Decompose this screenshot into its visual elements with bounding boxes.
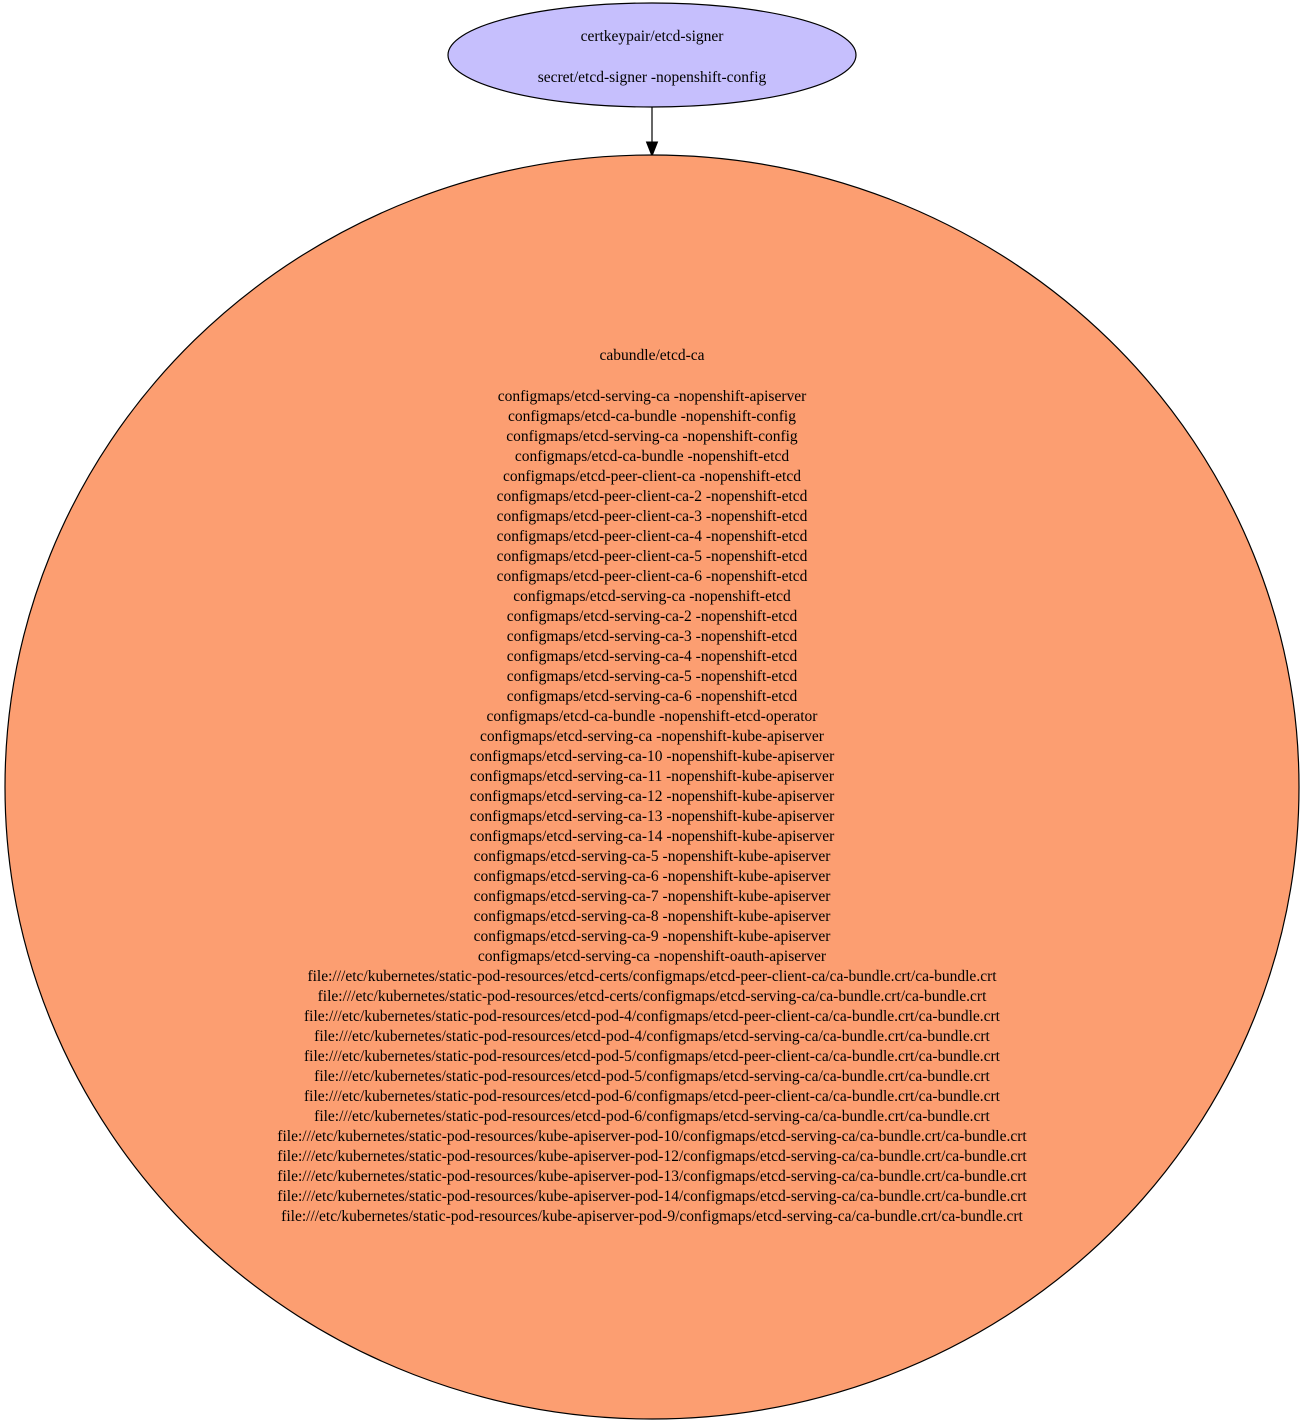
cabundle-node-line: configmaps/etcd-serving-ca-5 -nopenshift…	[507, 668, 798, 685]
cabundle-node-line: configmaps/etcd-serving-ca-2 -nopenshift…	[507, 608, 798, 625]
cabundle-node-line: file:///etc/kubernetes/static-pod-resour…	[314, 1068, 990, 1085]
signer-node-title: certkeypair/etcd-signer	[581, 28, 725, 45]
edge-signer-to-bundle	[645, 107, 659, 158]
cabundle-node-line: configmaps/etcd-serving-ca-11 -nopenshif…	[470, 768, 835, 785]
cabundle-node-line: configmaps/etcd-serving-ca-8 -nopenshift…	[474, 908, 832, 925]
cabundle-node-line: file:///etc/kubernetes/static-pod-resour…	[277, 1148, 1027, 1165]
cabundle-node-line: configmaps/etcd-peer-client-ca -nopenshi…	[503, 468, 801, 485]
cabundle-node-line: configmaps/etcd-serving-ca-7 -nopenshift…	[474, 888, 832, 905]
cabundle-node-line: configmaps/etcd-serving-ca-4 -nopenshift…	[507, 648, 798, 665]
cabundle-node-line: configmaps/etcd-serving-ca -nopenshift-e…	[513, 588, 791, 605]
cabundle-node-line: configmaps/etcd-peer-client-ca-4 -nopens…	[497, 528, 808, 545]
cabundle-node-line: configmaps/etcd-serving-ca-13 -nopenshif…	[470, 808, 835, 825]
edge-arrowhead	[645, 141, 659, 158]
cabundle-node-line: file:///etc/kubernetes/static-pod-resour…	[304, 1088, 1001, 1105]
cabundle-node-line: file:///etc/kubernetes/static-pod-resour…	[277, 1188, 1027, 1205]
cabundle-node-line: configmaps/etcd-serving-ca -nopenshift-c…	[506, 428, 798, 445]
cabundle-node-line: configmaps/etcd-peer-client-ca-6 -nopens…	[497, 568, 808, 585]
cabundle-node-line: configmaps/etcd-peer-client-ca-2 -nopens…	[497, 488, 808, 505]
signer-node-shape	[447, 2, 857, 108]
cabundle-node-line: configmaps/etcd-serving-ca-10 -nopenshif…	[470, 748, 835, 765]
cabundle-node-line: configmaps/etcd-serving-ca -nopenshift-k…	[480, 728, 825, 745]
cabundle-node-line: file:///etc/kubernetes/static-pod-resour…	[281, 1208, 1023, 1225]
cabundle-node-line: configmaps/etcd-peer-client-ca-3 -nopens…	[497, 508, 808, 525]
cabundle-node-line: configmaps/etcd-serving-ca-3 -nopenshift…	[507, 628, 798, 645]
cabundle-node-line: configmaps/etcd-serving-ca-6 -nopenshift…	[507, 688, 798, 705]
signer-node[interactable]: certkeypair/etcd-signer secret/etcd-sign…	[447, 2, 857, 108]
cabundle-node-line: configmaps/etcd-ca-bundle -nopenshift-et…	[487, 708, 819, 725]
cabundle-node-line: configmaps/etcd-serving-ca-5 -nopenshift…	[474, 848, 832, 865]
cabundle-node-line: configmaps/etcd-serving-ca-12 -nopenshif…	[470, 788, 835, 805]
cabundle-node-line: configmaps/etcd-serving-ca-14 -nopenshif…	[470, 828, 835, 845]
cabundle-node-line: configmaps/etcd-serving-ca -nopenshift-a…	[498, 388, 807, 405]
cabundle-node-line: configmaps/etcd-serving-ca -nopenshift-o…	[478, 948, 827, 965]
cabundle-node-line: configmaps/etcd-ca-bundle -nopenshift-co…	[508, 408, 796, 425]
cabundle-node-line: file:///etc/kubernetes/static-pod-resour…	[277, 1168, 1027, 1185]
cabundle-node-line: file:///etc/kubernetes/static-pod-resour…	[318, 988, 987, 1005]
cabundle-node-line: configmaps/etcd-ca-bundle -nopenshift-et…	[515, 448, 789, 465]
cabundle-node-line: configmaps/etcd-peer-client-ca-5 -nopens…	[497, 548, 808, 565]
cabundle-node-title: cabundle/etcd-ca	[600, 347, 705, 364]
cabundle-node-line: file:///etc/kubernetes/static-pod-resour…	[314, 1028, 990, 1045]
cabundle-node-line: configmaps/etcd-serving-ca-6 -nopenshift…	[474, 868, 832, 885]
cabundle-node-line: file:///etc/kubernetes/static-pod-resour…	[314, 1108, 990, 1125]
cabundle-node-line: file:///etc/kubernetes/static-pod-resour…	[307, 968, 997, 985]
signer-node-line: secret/etcd-signer -nopenshift-config	[538, 69, 767, 86]
cabundle-node-line: file:///etc/kubernetes/static-pod-resour…	[277, 1128, 1027, 1145]
cabundle-node-line: configmaps/etcd-serving-ca-9 -nopenshift…	[474, 928, 832, 945]
cabundle-node-lines: configmaps/etcd-serving-ca -nopenshift-a…	[277, 388, 1027, 1225]
cabundle-node-line: file:///etc/kubernetes/static-pod-resour…	[304, 1008, 1001, 1025]
cabundle-node-line: file:///etc/kubernetes/static-pod-resour…	[304, 1048, 1001, 1065]
cabundle-node-shape	[4, 154, 1300, 1420]
cabundle-node[interactable]: cabundle/etcd-ca configmaps/etcd-serving…	[4, 154, 1300, 1420]
